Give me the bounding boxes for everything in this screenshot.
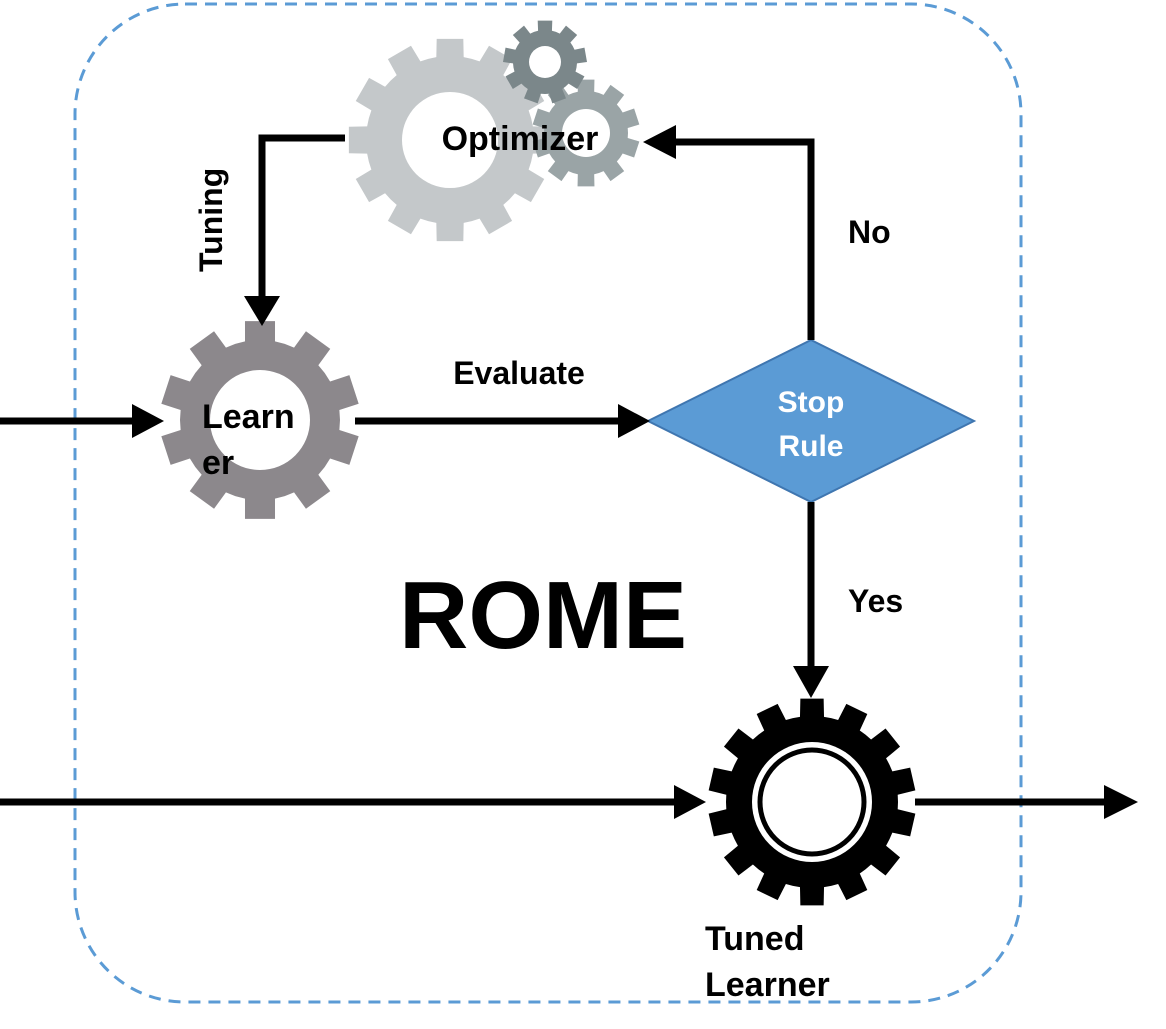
optimizer-label: Optimizer [442,120,599,158]
input-arrowhead [132,404,164,438]
no-label: No [848,214,891,250]
stop-rule-label-line1: Stop [778,386,845,419]
rome-container [73,2,1023,1004]
tuning-label: Tuning [193,168,229,272]
rome-title: ROME [399,562,687,669]
optimizer-gears-icon [348,20,640,242]
evaluate-label: Evaluate [453,355,585,391]
tuning-arrowhead [244,296,280,326]
learner-gear-icon [161,321,359,519]
learner-label-line1: Learn [202,398,295,436]
no-arrowhead [643,125,676,159]
no-arrow-line [672,138,815,340]
tuned-learner-label-line1: Tuned [705,920,804,958]
learner-label-line2: er [202,444,234,482]
evaluate-arrowhead [618,404,650,438]
arrows [0,134,1108,806]
stop-rule-label-line2: Rule [778,430,843,463]
stop-rule-diamond [645,338,977,504]
yes-arrowhead [793,666,829,698]
tuned-learner-label-line2: Learner [705,966,830,1004]
bottom-input-arrowhead [674,785,706,819]
tuning-arrow-line [258,134,345,300]
yes-label: Yes [848,583,903,619]
output-arrowhead [1104,785,1138,819]
tuned-learner-gear-icon [707,698,919,906]
arrowheads [132,125,1138,819]
